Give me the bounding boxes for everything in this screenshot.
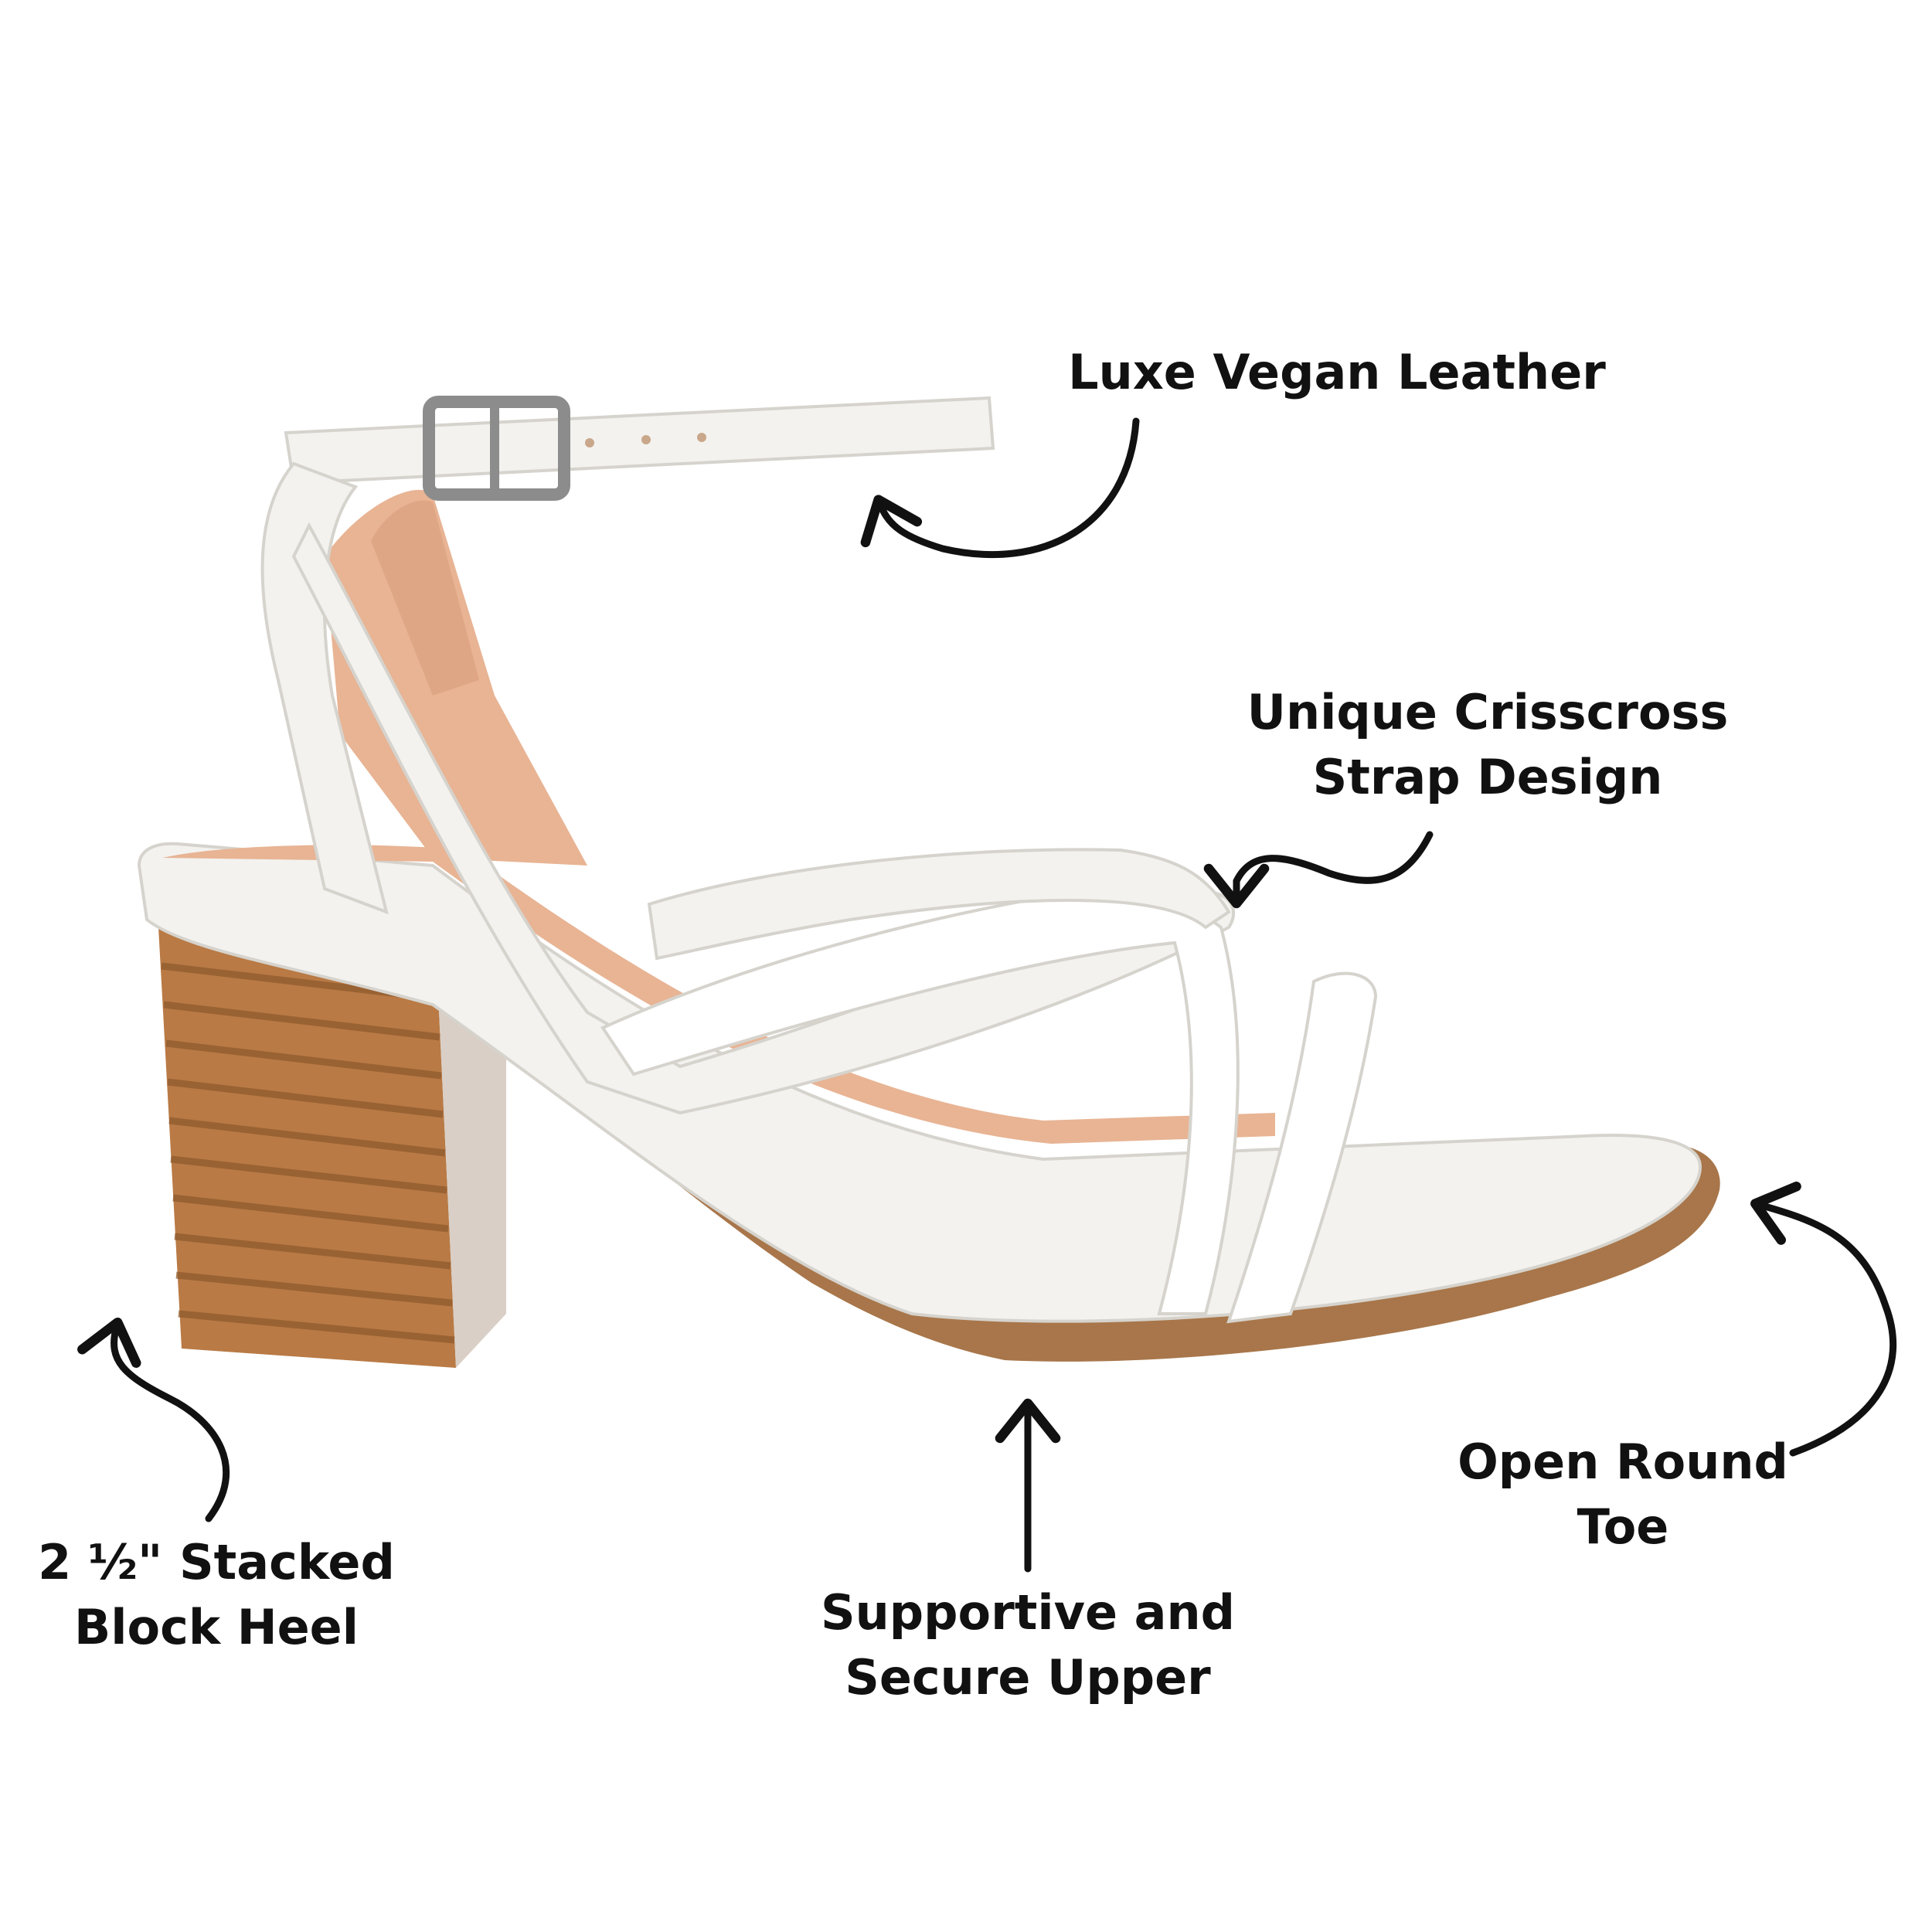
callout-toe-line2: Toe [1577,1498,1669,1555]
instep-strap [647,848,1231,961]
callout-leather-line1: Luxe Vegan Leather [1068,344,1606,400]
callout-crisscross-strap: Unique Crisscross Strap Design [1221,680,1754,810]
callout-heel-line2: Block Heel [74,1599,359,1655]
callout-open-round-toe: Open Round Toe [1430,1430,1816,1560]
heel-strap [260,461,389,915]
buckle-icon [423,396,570,501]
arrow-toe [1750,1181,1897,1457]
callout-arrows [77,417,1897,1573]
block-heel [158,927,506,1368]
arrow-straps [1203,831,1434,909]
callout-straps-line1: Unique Crisscross [1247,684,1729,740]
callout-supportive-upper: Supportive and Secure Upper [804,1580,1252,1710]
callout-luxe-vegan-leather: Luxe Vegan Leather [1066,340,1607,405]
callout-toe-line1: Open Round [1458,1434,1788,1490]
callout-straps-line2: Strap Design [1312,749,1663,805]
callout-heel-line1: 2 ½" Stacked [38,1534,395,1590]
heel-stack-lines [161,962,455,1344]
arrow-heel [77,1317,230,1522]
ankle-strap [284,396,995,501]
callout-upper-line2: Secure Upper [845,1649,1211,1706]
callout-upper-line1: Supportive and [820,1584,1236,1641]
cross-strap-upper [600,879,1240,1315]
arrow-leather [860,417,1140,558]
toe-strap [1226,971,1378,1324]
callout-stacked-block-heel: 2 ½" Stacked Block Heel [23,1530,410,1660]
